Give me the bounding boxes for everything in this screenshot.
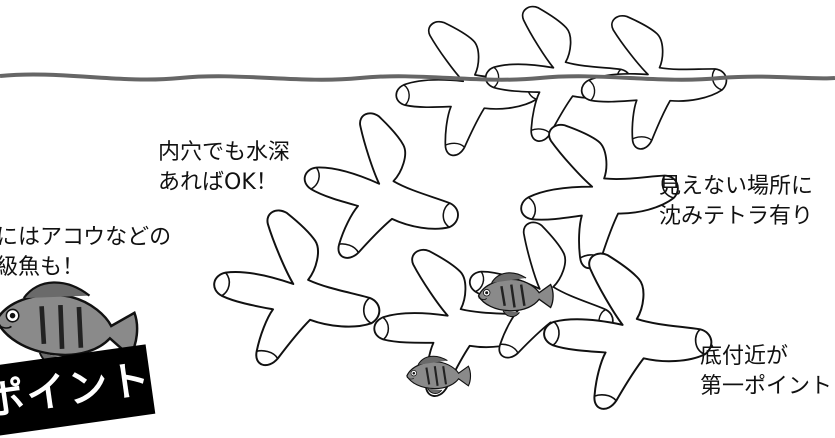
illustration	[0, 0, 835, 412]
tetrapod-pile	[206, 0, 737, 412]
caption-hidden-spot: 見えない場所に 沈みテトラ有り	[659, 174, 814, 229]
water-surface	[0, 72, 835, 82]
caption-bottom: 底付近が 第一ポイント	[700, 344, 833, 399]
caption-inner-hole: 内穴でも水深 あればOK！	[158, 140, 291, 195]
tetrapod	[540, 248, 715, 412]
caption-left: にはアコウなどの 級魚も！	[0, 225, 172, 280]
